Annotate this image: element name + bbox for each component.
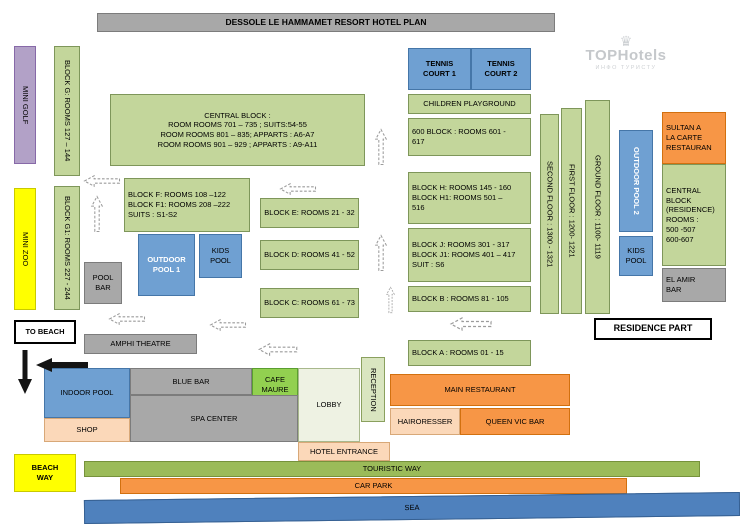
outdoor-pool-1-area: OUTDOOR POOL 1 [138,234,195,296]
to-beach-down-arrow-icon [18,350,32,394]
spa-center-area: SPA CENTER [130,395,298,442]
shop-area: SHOP [44,418,130,442]
lobby-area: LOBBY [298,368,360,442]
outdoor-pool-2-area: OUTDOOR POOL 2 [619,130,653,232]
path-arrow-icon [106,312,148,326]
amphi-theatre-area: AMPHI THEATRE [84,334,197,354]
path-arrow-icon [274,182,322,196]
hairdresser-area: HAIRORESSER [390,408,460,435]
central-block-area: CENTRAL BLOCK : ROOM ROOMS 701 – 735 ; S… [110,94,365,166]
el-amir-bar-area: EL AMIR BAR [662,268,726,302]
sultan-restaurant-area: SULTAN A LA CARTE RESTAURAN [662,112,726,164]
block-g1-area: BLOCK G1: ROOMS 227 - 244 [54,186,80,310]
hotel-entrance-area: HOTEL ENTRANCE [298,442,390,461]
children-playground-area: CHILDREN PLAYGROUND [408,94,531,114]
pool-bar-area: POOL BAR [84,262,122,304]
block-a-area: BLOCK A : ROOMS 01 - 15 [408,340,531,366]
tennis-court-2-area: TENNIS COURT 2 [471,48,531,90]
block-e-area: BLOCK E: ROOMS 21 - 32 [260,198,359,228]
first-floor-area: FIRST FLOOR : 1200- 1221 [561,108,582,314]
second-floor-area: SECOND FLOOR : 1300 - 1321 [540,114,559,314]
tennis-court-1-area: TENNIS COURT 1 [408,48,471,90]
kids-pool-right-area: KIDS POOL [619,236,653,276]
path-arrow-icon [204,318,252,332]
path-arrow-icon [82,174,122,188]
tophotels-watermark: ♛ TOPHotels ИНФО ТУРИСТУ [578,34,674,71]
touristic-way-area: TOURISTIC WAY [84,461,700,477]
path-arrow-icon [444,316,498,332]
path-arrow-icon [252,342,304,357]
watermark-brand: TOPHotels [585,47,667,64]
block-j-area: BLOCK J: ROOMS 301 - 317 BLOCK J1: ROOMS… [408,228,531,282]
central-residence-area: CENTRAL BLOCK (RESIDENCE) ROOMS : 500 -5… [662,164,726,266]
block-b-area: BLOCK B : ROOMS 81 - 105 [408,286,531,312]
car-park-area: CAR PARK [120,478,627,494]
block-c-area: BLOCK C: ROOMS 61 - 73 [260,288,359,318]
block-g-area: BLOCK G: ROOMS 127 – 144 [54,46,80,176]
reception-area: RECEPTION [361,357,385,422]
blue-bar-area: BLUE BAR [130,368,252,395]
mini-golf-area: MINI GOLF [14,46,36,164]
path-arrow-icon [374,120,388,174]
to-beach-sign: TO BEACH [14,320,76,344]
beach-way-area: BEACH WAY [14,454,76,492]
ground-floor-area: GROUND FLOOR : 1100- 1119 [585,100,610,314]
to-beach-left-arrow-icon [36,358,88,372]
plan-title: DESSOLE LE HAMMAMET RESORT HOTEL PLAN [97,13,555,32]
path-arrow-icon [384,286,397,314]
main-restaurant-area: MAIN RESTAURANT [390,374,570,406]
sea-area: SEA [83,491,740,524]
queen-vic-bar-area: QUEEN VIC BAR [460,408,570,435]
indoor-pool-area: INDOOR POOL [44,368,130,418]
block-d-area: BLOCK D: ROOMS 41 - 52 [260,240,359,270]
block-f-area: BLOCK F: ROOMS 108 –122 BLOCK F1: ROOMS … [124,178,250,232]
mini-zoo-area: MINI ZOO [14,188,36,310]
path-arrow-icon [90,192,104,236]
kids-pool-left-area: KIDS POOL [199,234,242,278]
crown-icon: ♛ [619,33,633,49]
block-600-area: 600 BLOCK : ROOMS 601 - 617 [408,118,531,156]
path-arrow-icon [374,226,388,280]
watermark-tagline: ИНФО ТУРИСТУ [595,64,657,71]
residence-part-sign: RESIDENCE PART [594,318,712,340]
block-h-area: BLOCK H: ROOMS 145 - 160 BLOCK H1: ROOMS… [408,172,531,224]
